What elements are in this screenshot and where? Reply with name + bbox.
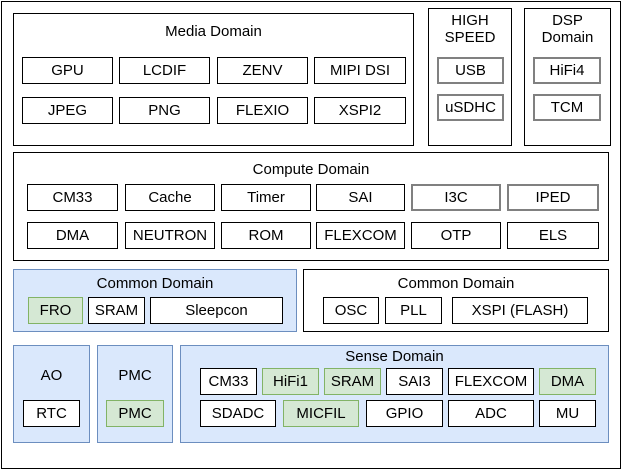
block-timer: Timer [221,184,311,211]
block-cache: Cache [125,184,215,211]
block-micfil: MICFIL [283,400,359,427]
ao-domain-title: AO [40,367,63,384]
pmc-domain: PMC [97,345,173,443]
block-sdadc: SDADC [200,400,276,427]
block-mipi-dsi: MIPI DSI [314,57,406,84]
block-flexio: FLEXIO [217,97,308,124]
block-mu: MU [539,400,596,427]
block-gpu: GPU [22,57,113,84]
block-tcm: TCM [533,94,601,121]
block-xspi-flash: XSPI (FLASH) [452,297,588,324]
block-png: PNG [119,97,210,124]
block-sleepcon: Sleepcon [150,297,283,324]
block-usb: USB [437,57,504,84]
sense-domain-title: Sense Domain [345,348,444,365]
block-adc: ADC [448,400,534,427]
block-lcdif: LCDIF [119,57,210,84]
block-i3c: I3C [411,184,501,211]
block-iped: IPED [507,184,599,211]
block-zenv: ZENV [217,57,308,84]
block-jpeg: JPEG [22,97,113,124]
block-pmc: PMC [106,400,164,427]
block-xspi2: XSPI2 [314,97,406,124]
block-dma: DMA [27,222,118,249]
block-usdhc: uSDHC [437,94,504,121]
compute-domain-title: Compute Domain [252,161,370,178]
common-domain-right-title: Common Domain [397,275,515,292]
block-rtc: RTC [23,400,80,427]
block-pll: PLL [385,297,442,324]
block-gpio: GPIO [366,400,443,427]
block-otp: OTP [411,222,501,249]
block-fro: FRO [28,297,83,324]
block-hifi1: HiFi1 [262,368,319,395]
pmc-domain-title: PMC [118,367,152,384]
block-osc: OSC [323,297,379,324]
block-sense-cm33: CM33 [200,368,257,395]
block-neutron: NEUTRON [125,222,215,249]
media-domain-title: Media Domain [165,23,262,40]
block-sense-dma: DMA [539,368,596,395]
block-flexcom: FLEXCOM [316,222,405,249]
block-rom: ROM [221,222,311,249]
ao-domain: AO [13,345,90,443]
block-sai3: SAI3 [386,368,443,395]
block-cm33: CM33 [27,184,118,211]
block-els: ELS [507,222,599,249]
block-sai: SAI [316,184,405,211]
highspeed-domain-title: HIGH SPEED [444,12,496,46]
block-hifi4: HiFi4 [533,57,601,84]
common-domain-left-title: Common Domain [96,275,214,292]
dsp-domain-title: DSP Domain [541,12,594,46]
block-sense-flexcom: FLEXCOM [448,368,534,395]
block-sense-sram: SRAM [324,368,381,395]
block-sram: SRAM [88,297,145,324]
